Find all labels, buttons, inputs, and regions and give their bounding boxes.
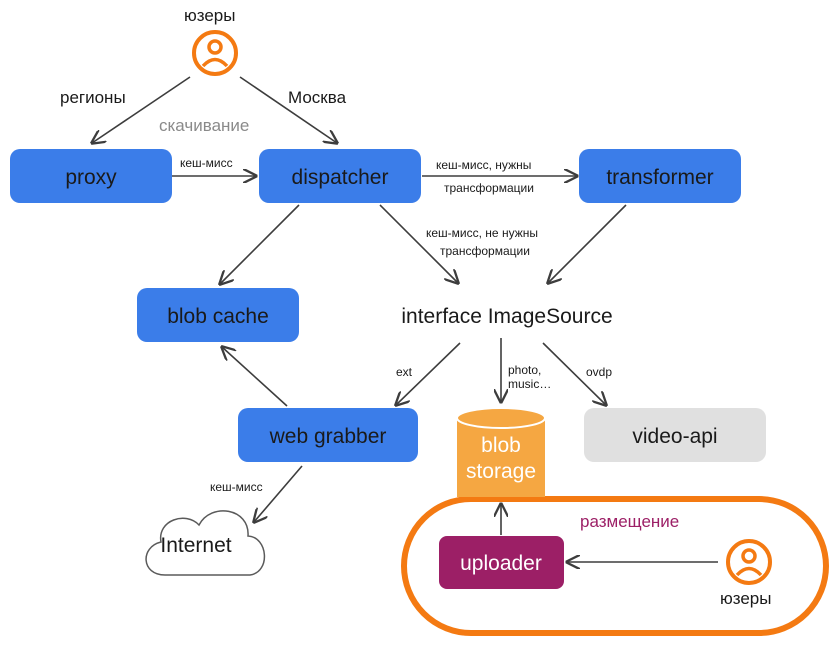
arrow-dispatcher-blobcache — [220, 204, 300, 284]
video-api-node-label: video-api — [632, 425, 717, 448]
transformer-node[interactable]: transformer — [579, 149, 741, 203]
uploader-node-label: uploader — [460, 552, 542, 575]
arrow-dispatcher-imagesource — [379, 204, 458, 283]
web-grabber-node[interactable]: web grabber — [238, 408, 418, 462]
edge-label-proxy-dispatcher: кеш-мисс — [180, 156, 233, 170]
proxy-node[interactable]: proxy — [10, 149, 172, 203]
edge-label-imagesource-webgrabber: ext — [396, 365, 413, 379]
arrow-transformer-imagesource — [548, 204, 627, 283]
edge-label-dispatcher-transformer-1: кеш-мисс, нужны — [436, 158, 531, 172]
upload-highlight-region — [401, 496, 829, 636]
edge-label-dispatcher-transformer-2: трансформации — [444, 181, 534, 195]
users-bottom-label: юзеры — [720, 589, 771, 608]
web-grabber-node-label: web grabber — [269, 425, 387, 448]
internet-label: Internet — [160, 534, 231, 557]
blob-cache-node-label: blob cache — [167, 305, 269, 328]
dispatcher-node-label: dispatcher — [292, 166, 389, 189]
upload-label: размещение — [580, 512, 679, 531]
blob-storage-node[interactable]: blob storage — [456, 407, 546, 497]
edge-label-webgrabber-internet: кеш-мисс — [210, 480, 263, 494]
moscow-label: Москва — [288, 88, 347, 107]
arrow-users-dispatcher — [239, 76, 337, 143]
user-icon — [192, 30, 238, 76]
video-api-node[interactable]: video-api — [584, 408, 766, 462]
uploader-node[interactable]: uploader — [439, 536, 564, 589]
image-source-label: interface ImageSource — [401, 305, 612, 328]
arrow-users-proxy — [92, 76, 191, 143]
arrow-imagesource-webgrabber — [396, 342, 461, 405]
internet-cloud[interactable]: Internet — [145, 510, 266, 576]
edge-label-imagesource-storage-2: music… — [508, 377, 551, 391]
transformer-node-label: transformer — [606, 166, 713, 189]
edge-label-dispatcher-imagesource-2: трансформации — [440, 244, 530, 258]
regions-label: регионы — [60, 88, 126, 107]
arrow-imagesource-videoapi — [542, 342, 606, 405]
edge-label-imagesource-storage-1: photo, — [508, 363, 541, 377]
arrow-webgrabber-internet — [254, 465, 303, 522]
blob-storage-label-line1: blob — [481, 434, 521, 457]
proxy-node-label: proxy — [65, 166, 117, 189]
download-label: скачивание — [159, 116, 249, 135]
users-top-label: юзеры — [184, 6, 235, 25]
user-icon — [726, 539, 772, 585]
edge-label-imagesource-videoapi: ovdp — [586, 365, 612, 379]
arrow-webgrabber-blobcache — [222, 347, 288, 407]
dispatcher-node[interactable]: dispatcher — [259, 149, 421, 203]
blob-storage-label-line2: storage — [466, 460, 536, 483]
edge-label-dispatcher-imagesource-1: кеш-мисс, не нужны — [426, 226, 538, 240]
blob-cache-node[interactable]: blob cache — [137, 288, 299, 342]
